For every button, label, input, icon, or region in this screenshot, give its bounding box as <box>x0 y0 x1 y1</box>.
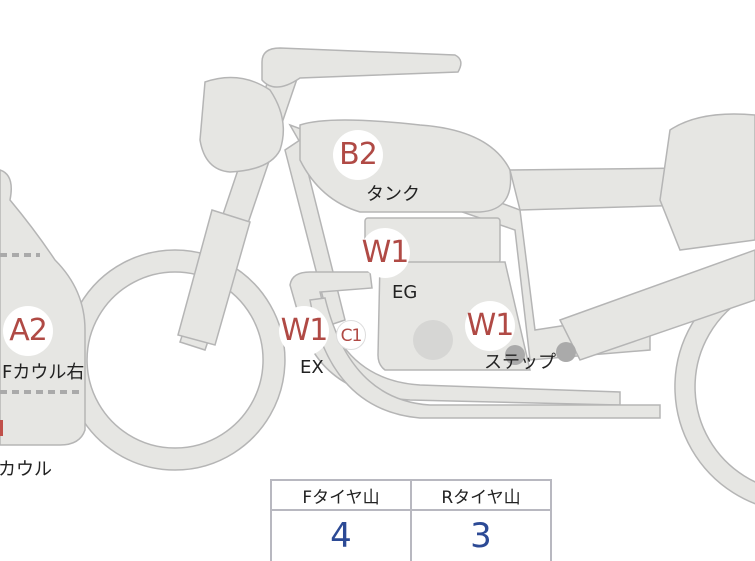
fork-lower <box>177 209 251 346</box>
front-cowl <box>0 169 86 446</box>
rear-fender <box>659 113 755 251</box>
handlebar <box>261 47 462 88</box>
part-label-front-cowl-right: Fカウル右 <box>2 362 85 383</box>
part-label-engine: EG <box>392 282 418 303</box>
part-label-tank: タンク <box>366 184 420 205</box>
damage-code-step: W1 <box>465 301 515 351</box>
damage-code-exhaust: W1 <box>279 306 329 356</box>
exhaust-pipe <box>289 271 621 406</box>
rear-tire-header: Rタイヤ山 <box>410 479 552 511</box>
front-tire-header: Fタイヤ山 <box>270 479 412 511</box>
damage-code-front-cowl-right: A2 <box>3 306 53 356</box>
front-wheel <box>64 249 286 471</box>
part-label-step: ステップ <box>484 352 556 373</box>
rear-tire-value: 3 <box>410 509 552 561</box>
damage-code-c1: C1 <box>336 320 366 350</box>
swingarm <box>558 249 755 361</box>
part-label-exhaust: EX <box>300 357 324 378</box>
damage-code-tank: B2 <box>333 130 383 180</box>
front-tire-value: 4 <box>270 509 412 561</box>
headlight <box>199 76 285 173</box>
damage-code-engine: W1 <box>360 228 410 278</box>
tire-tread-table: Fタイヤ山 Rタイヤ山 4 3 <box>270 479 552 561</box>
part-label-cowl: カウル <box>0 459 52 480</box>
